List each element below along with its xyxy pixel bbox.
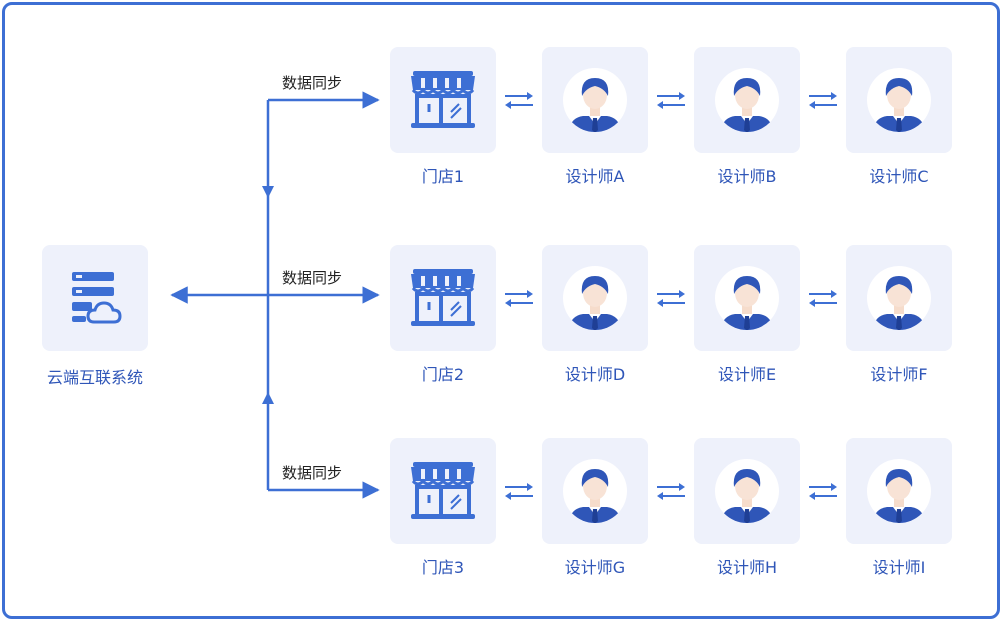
store-icon [411, 71, 475, 128]
bidirectional-arrows-icon [809, 483, 837, 500]
designer-label: 设计师C [869, 167, 929, 186]
cloud-system-label: 云端互联系统 [46, 368, 143, 387]
sync-label-2: 数据同步 [282, 269, 343, 287]
store-icon [411, 462, 475, 519]
bidirectional-arrows-icon [657, 92, 685, 109]
designer-avatar-icon [867, 266, 931, 330]
designer-label: 设计师H [716, 558, 778, 577]
bidirectional-arrows-icon [505, 290, 533, 307]
store-icon [411, 269, 475, 326]
designer-avatar-icon [715, 459, 779, 523]
bidirectional-arrows-icon [809, 290, 837, 307]
cloud-system-tile [42, 245, 148, 351]
store-label: 门店3 [421, 558, 465, 577]
store-label: 门店2 [421, 365, 465, 384]
bidirectional-arrows-icon [505, 483, 533, 500]
designer-label: 设计师B [717, 167, 777, 186]
designer-label: 设计师E [717, 365, 777, 384]
store-label: 门店1 [421, 167, 465, 186]
designer-avatar-icon [867, 68, 931, 132]
designer-avatar-icon [563, 68, 627, 132]
sync-label-3: 数据同步 [282, 464, 343, 482]
designer-avatar-icon [715, 68, 779, 132]
trunk-arrow-up [262, 392, 274, 404]
designer-label: 设计师I [872, 558, 926, 577]
designer-avatar-icon [715, 266, 779, 330]
designer-avatar-icon [563, 459, 627, 523]
designer-label: 设计师G [564, 558, 626, 577]
sync-label-1: 数据同步 [282, 74, 343, 92]
bidirectional-arrows-icon [505, 92, 533, 109]
designer-label: 设计师F [870, 365, 928, 384]
bidirectional-arrows-icon [657, 290, 685, 307]
designer-avatar-icon [563, 266, 627, 330]
bidirectional-arrows-icon [657, 483, 685, 500]
designer-avatar-icon [867, 459, 931, 523]
trunk-arrow-down [262, 186, 274, 198]
designer-label: 设计师A [565, 167, 625, 186]
designer-label: 设计师D [564, 365, 626, 384]
bidirectional-arrows-icon [809, 92, 837, 109]
